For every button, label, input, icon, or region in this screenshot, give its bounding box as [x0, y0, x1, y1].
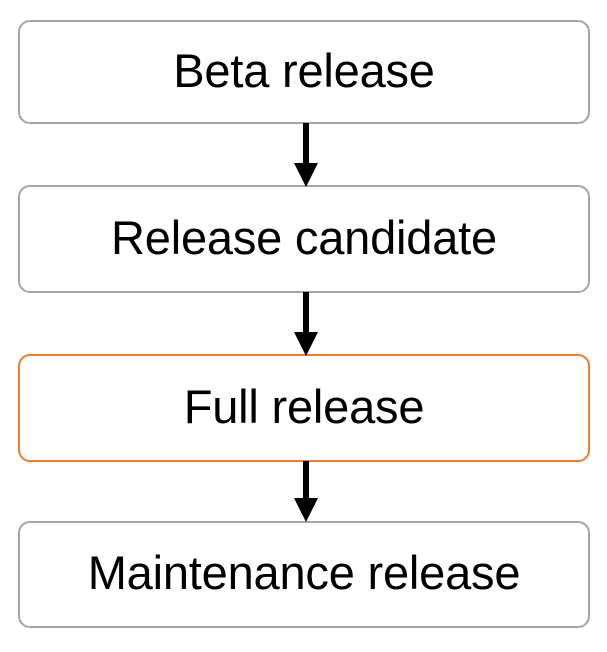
- flow-node-label: Full release: [183, 379, 425, 433]
- flow-node-label: Release candidate: [111, 210, 497, 264]
- arrow-down-icon-head-1: [294, 163, 318, 187]
- arrow-down-icon-head-2: [294, 332, 318, 356]
- flow-node-label: Maintenance release: [87, 546, 521, 599]
- arrow-down-icon-shaft-2: [303, 292, 309, 334]
- arrow-down-icon-shaft-1: [303, 123, 309, 165]
- flow-node-maintenance-release[interactable]: Maintenance release: [18, 521, 590, 628]
- flow-node-release-candidate[interactable]: Release candidate: [18, 185, 590, 293]
- flow-node-beta-release[interactable]: Beta release: [18, 20, 590, 124]
- flow-node-label: Beta release: [173, 43, 435, 97]
- arrow-down-icon-shaft-3: [303, 461, 309, 499]
- flow-node-full-release[interactable]: Full release: [18, 354, 590, 462]
- arrow-down-icon-head-3: [294, 498, 318, 522]
